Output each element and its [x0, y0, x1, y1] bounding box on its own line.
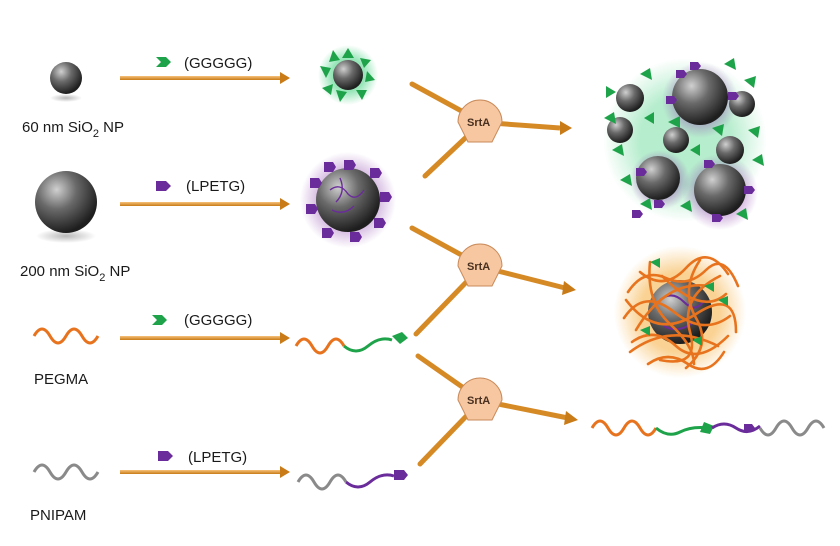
pegma-chain — [34, 329, 98, 343]
peptide-ggggg-1: (GGGGG) — [184, 55, 252, 72]
pnipam-chain — [34, 465, 98, 479]
arrow-3 — [120, 332, 290, 344]
peptide-ggggg-2: (GGGGG) — [184, 312, 252, 329]
srta-label-2: SrtA — [467, 261, 490, 273]
srta-junction-3: SrtA — [418, 356, 578, 464]
np-60nm — [50, 62, 82, 102]
np-200nm-lpetg — [300, 152, 396, 248]
srta-label-1: SrtA — [467, 117, 490, 129]
srta-junction-1: SrtA — [412, 84, 572, 176]
lpetg-tag-icon-2 — [158, 451, 173, 461]
peptide-lpetg-2: (LPETG) — [188, 449, 247, 466]
arrow-2 — [120, 198, 290, 210]
label-60nm-np: 60 nm SiO2 NP — [22, 119, 124, 140]
label-pnipam: PNIPAM — [30, 507, 86, 524]
pnipam-lpetg-chain — [298, 470, 408, 489]
arrow-1 — [120, 72, 290, 84]
arrow-4 — [120, 466, 290, 478]
np-200nm — [35, 171, 97, 243]
product-pegma-coated-np — [614, 246, 746, 378]
lpetg-tag-icon — [156, 181, 171, 191]
product-np-cluster — [603, 58, 767, 230]
peptide-lpetg-1: (LPETG) — [186, 178, 245, 195]
pegma-ggggg-chain — [296, 332, 408, 353]
srta-label-3: SrtA — [467, 395, 490, 407]
np-60nm-ggggg — [318, 45, 378, 105]
srta-junction-2: SrtA — [412, 228, 576, 334]
ggggg-tag-icon — [156, 57, 171, 67]
product-block-copolymer — [592, 421, 824, 435]
label-200nm-np: 200 nm SiO2 NP — [20, 263, 130, 284]
label-pegma: PEGMA — [34, 371, 88, 388]
ggggg-tag-icon-2 — [152, 315, 167, 325]
